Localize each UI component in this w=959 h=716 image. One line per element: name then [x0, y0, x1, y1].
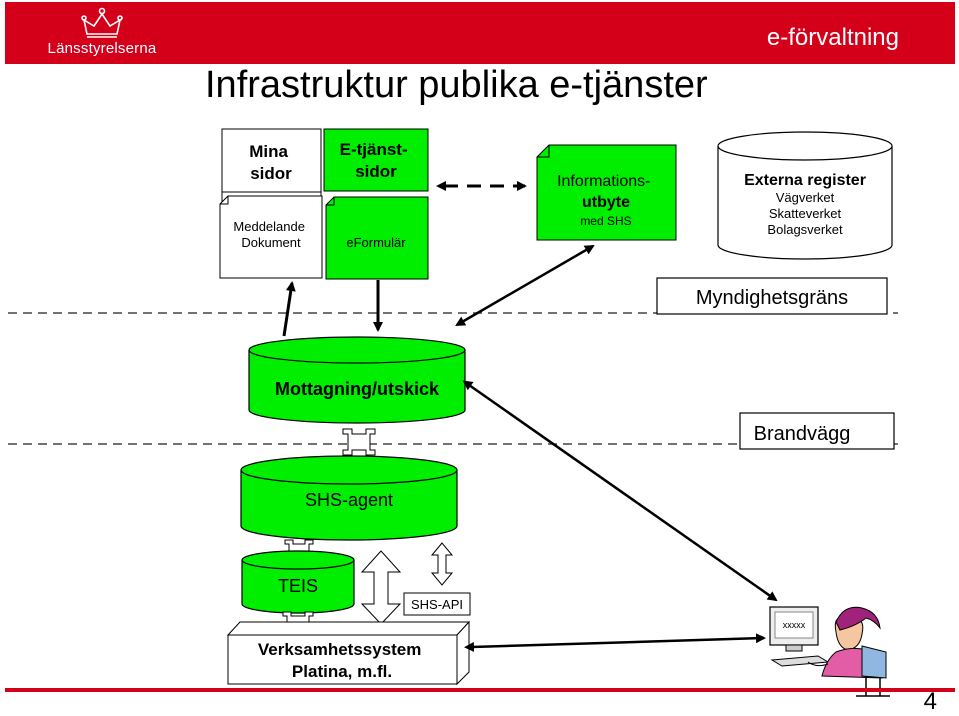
externa-item-2: Skatteverket — [769, 206, 842, 221]
teis-cylinder: TEIS — [241, 550, 355, 614]
brandvagg-label: Brandvägg — [754, 423, 851, 445]
myndighetsgrans-label: Myndighetsgräns — [696, 287, 848, 309]
informationsutbyte-doc: Informations- utbyte med SHS — [536, 144, 677, 241]
shs-agent-label: SHS-agent — [305, 490, 393, 510]
mina-sidor-doc-label: Meddelande Dokument — [233, 219, 308, 250]
arrow-verksamhet-to-user — [464, 633, 766, 652]
verksamhet-line-1: Verksamhetssystem — [258, 640, 422, 659]
verksamhet-line-2: Platina, m.fl. — [292, 662, 392, 681]
mina-sidor-title-line-1: Mina — [249, 142, 288, 161]
info-title-line-1: Informations- — [557, 173, 650, 190]
page-number: 4 — [923, 688, 937, 715]
shs-api-box — [403, 592, 471, 616]
e-tjanst-title-line-1: E-tjänst- — [340, 140, 408, 159]
section-label: e-förvaltning — [766, 24, 899, 51]
shs-api-arrow — [430, 542, 454, 586]
arrow-to-mina-sidor — [282, 281, 296, 337]
e-tjanst-title: E-tjänst- sidor — [340, 140, 413, 181]
crown-icon — [81, 7, 123, 38]
mina-sidor-title: Mina sidor — [249, 142, 292, 183]
mottagning-cylinder: Mottagning/utskick — [248, 336, 466, 424]
screen-text: xxxxx — [783, 620, 806, 630]
verksamhetssystem-box: Verksamhetssystem Platina, m.fl. — [226, 620, 471, 686]
externa-title: Externa register — [744, 172, 866, 189]
e-tjanst-title-line-2: sidor — [355, 162, 397, 181]
mottagning-label: Mottagning/utskick — [275, 379, 440, 399]
user-at-computer-icon: xxxxx — [769, 606, 890, 697]
info-title-line-2: utbyte — [582, 194, 630, 211]
double-arrow-agent-verksamhet — [360, 550, 402, 625]
lansstyrelserna-logo: Länsstyrelserna — [44, 6, 160, 60]
mina-sidor-page: Mina sidor Meddelande Dokument — [219, 128, 323, 279]
eformular-label: eFormulär — [346, 235, 406, 250]
mina-sidor-title-line-2: sidor — [250, 164, 292, 183]
header-bar — [5, 2, 955, 64]
shs-api-label: SHS-API — [411, 597, 463, 612]
mina-sidor-doc-line-1: Meddelande — [233, 219, 305, 234]
verksamhet-label: Verksamhetssystem Platina, m.fl. — [258, 640, 426, 681]
e-tjanst-sidor-page: E-tjänst- sidor eFormulär — [323, 128, 429, 280]
arrow-to-user — [462, 380, 778, 602]
externa-item-3: Bolagsverket — [767, 222, 843, 237]
teis-label: TEIS — [278, 576, 318, 596]
shs-agent-cylinder: SHS-agent — [240, 455, 458, 541]
footer-rule — [5, 688, 955, 692]
arrow-to-informationsutbyte — [455, 244, 595, 327]
brand-name: Länsstyrelserna — [47, 40, 157, 57]
info-sub: med SHS — [580, 214, 631, 228]
page-title: Infrastruktur publika e-tjänster — [205, 64, 708, 106]
info-title: Informations- utbyte — [557, 173, 655, 211]
myndighetsgrans-box — [656, 277, 888, 315]
double-arrow-mottagning-agent — [342, 428, 376, 456]
externa-item-1: Vägverket — [776, 190, 835, 205]
externa-register-cylinder: Externa register Vägverket Skatteverket … — [717, 131, 893, 260]
mina-sidor-doc-line-2: Dokument — [241, 235, 301, 250]
